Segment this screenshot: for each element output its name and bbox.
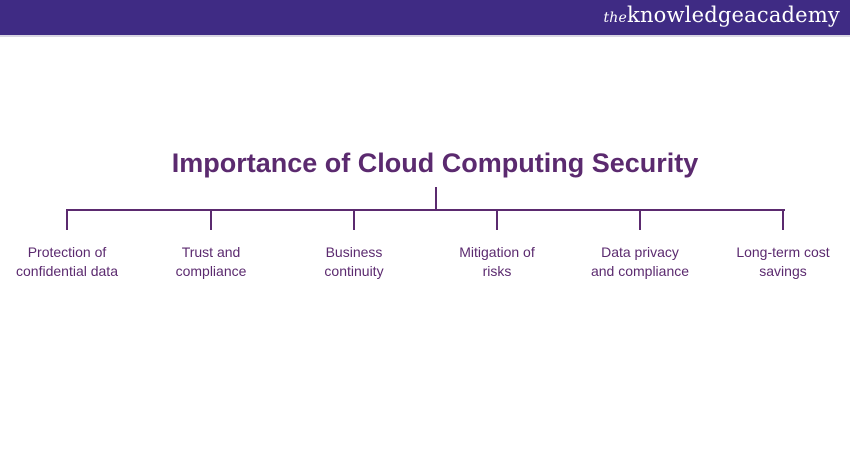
branch-line <box>353 209 355 230</box>
diagram-title: Importance of Cloud Computing Security <box>171 148 699 178</box>
node-label: Long-term cost savings <box>736 244 830 279</box>
root-stem <box>435 187 437 210</box>
branch-line <box>782 209 784 230</box>
branch-line <box>639 209 641 230</box>
node-label: Business continuity <box>324 244 384 279</box>
node-label: Protection of confidential data <box>16 244 118 279</box>
node-label: Data privacy and compliance <box>590 244 690 279</box>
branch-line <box>496 209 498 230</box>
brand-logo[interactable]: theknowledgeacademy <box>603 3 840 27</box>
branch-line <box>210 209 212 230</box>
logo-main: knowledgeacademy <box>627 3 840 27</box>
horizontal-connector <box>66 209 785 211</box>
node-label: Mitigation of risks <box>459 244 535 279</box>
node-label: Trust and compliance <box>175 244 247 279</box>
logo-prefix: the <box>603 10 628 26</box>
header-bar: theknowledgeacademy <box>0 0 850 37</box>
branch-line <box>66 209 68 230</box>
